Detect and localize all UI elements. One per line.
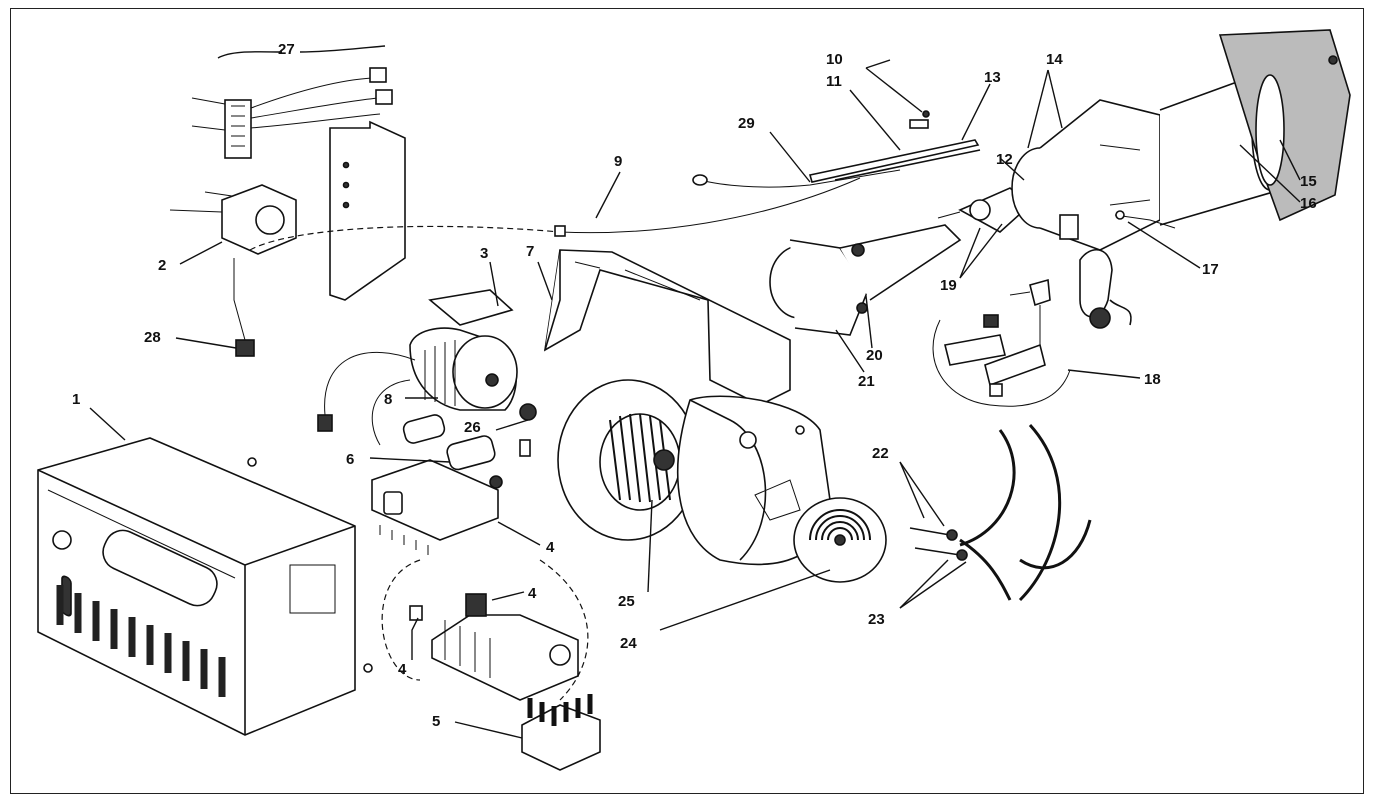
leader-9 xyxy=(595,171,621,219)
callout-8: 8 xyxy=(384,391,392,408)
blast-tube xyxy=(1011,29,1351,329)
leader-14b xyxy=(1047,69,1063,129)
callout-21: 21 xyxy=(858,373,875,390)
electrodes xyxy=(808,110,981,183)
callout-3: 3 xyxy=(480,245,488,262)
nozzle-holder-clamp xyxy=(769,224,962,336)
callout-19: 19 xyxy=(940,277,957,294)
callout-10: 10 xyxy=(826,51,843,68)
leader-4c xyxy=(411,617,419,660)
callout-16: 16 xyxy=(1300,195,1317,212)
leader-26 xyxy=(495,419,529,431)
leader-16 xyxy=(1239,144,1301,203)
leader-12 xyxy=(999,157,1025,181)
leader-14a xyxy=(1027,69,1049,149)
callout-13: 13 xyxy=(984,69,1001,86)
callout-5: 5 xyxy=(432,713,440,730)
leader-4b xyxy=(491,591,525,601)
leader-5 xyxy=(454,721,523,739)
callout-labels: 1 2 3 4 4 4 5 6 7 8 9 10 11 12 13 14 15 … xyxy=(72,41,1317,730)
callout-9: 9 xyxy=(614,153,622,170)
callout-22: 22 xyxy=(872,445,889,462)
ignition-transformer xyxy=(371,459,503,555)
leader-2 xyxy=(179,241,223,265)
leader-23b xyxy=(899,561,967,609)
callout-18: 18 xyxy=(1144,371,1161,388)
leader-7 xyxy=(537,261,553,301)
leader-3 xyxy=(489,261,499,307)
callout-20: 20 xyxy=(866,347,883,364)
fan-wheel xyxy=(557,379,699,541)
bushing-26 xyxy=(519,403,537,457)
leader-22b xyxy=(899,461,925,519)
leader-10a xyxy=(865,67,923,113)
leader-25 xyxy=(647,499,653,593)
oil-hoses xyxy=(909,423,1092,602)
terminal-board xyxy=(191,67,406,301)
leader-10b xyxy=(865,59,891,69)
callout-27: 27 xyxy=(278,41,295,58)
ignition-cable xyxy=(249,177,861,251)
plug-28 xyxy=(235,339,255,357)
leader-1 xyxy=(89,407,126,441)
leader-20 xyxy=(865,295,873,349)
callout-15: 15 xyxy=(1300,173,1317,190)
leader-17 xyxy=(1127,221,1201,269)
cable-29 xyxy=(692,169,901,188)
leader-15 xyxy=(1279,139,1301,181)
leader-19a xyxy=(959,227,981,279)
diagram-frame xyxy=(10,8,1364,794)
leader-21 xyxy=(835,329,865,373)
leader-28 xyxy=(175,337,237,349)
leader-13 xyxy=(961,83,991,141)
callout-4b: 4 xyxy=(528,585,537,602)
callout-29: 29 xyxy=(738,115,755,132)
leader-11 xyxy=(849,89,901,151)
burner-cover xyxy=(37,437,373,736)
leader-22a xyxy=(899,461,945,527)
leader-6 xyxy=(369,457,451,463)
air-damper-disc xyxy=(754,479,887,583)
leader-4a xyxy=(497,521,541,546)
callout-24: 24 xyxy=(620,635,637,652)
leader-29 xyxy=(769,131,811,183)
callout-2: 2 xyxy=(158,257,166,274)
fan-housing-frame xyxy=(543,249,791,406)
blower-housing xyxy=(677,395,831,565)
callout-25: 25 xyxy=(618,593,635,610)
connector-5 xyxy=(521,694,601,771)
callout-12: 12 xyxy=(996,151,1013,168)
callout-4c: 4 xyxy=(398,661,407,678)
capacitor xyxy=(402,414,496,471)
callout-6: 6 xyxy=(346,451,354,468)
callout-26: 26 xyxy=(464,419,481,436)
detail-circle-transformer xyxy=(381,559,589,701)
leader-19b xyxy=(959,223,1003,279)
callout-14: 14 xyxy=(1046,51,1063,68)
leader-18 xyxy=(1067,369,1141,379)
callout-17: 17 xyxy=(1202,261,1219,278)
leader-lines xyxy=(89,45,1301,739)
callout-4a: 4 xyxy=(546,539,555,556)
callout-7: 7 xyxy=(526,243,534,260)
motor xyxy=(317,289,518,446)
detail-circle-18 xyxy=(932,278,1071,407)
callout-1: 1 xyxy=(72,391,80,408)
leader-23a xyxy=(899,559,949,609)
leader-27-brace xyxy=(217,45,386,59)
callout-28: 28 xyxy=(144,329,161,346)
callout-11: 11 xyxy=(826,73,842,90)
callout-23: 23 xyxy=(868,611,885,628)
control-relay xyxy=(169,184,297,341)
leader-24 xyxy=(659,569,831,631)
